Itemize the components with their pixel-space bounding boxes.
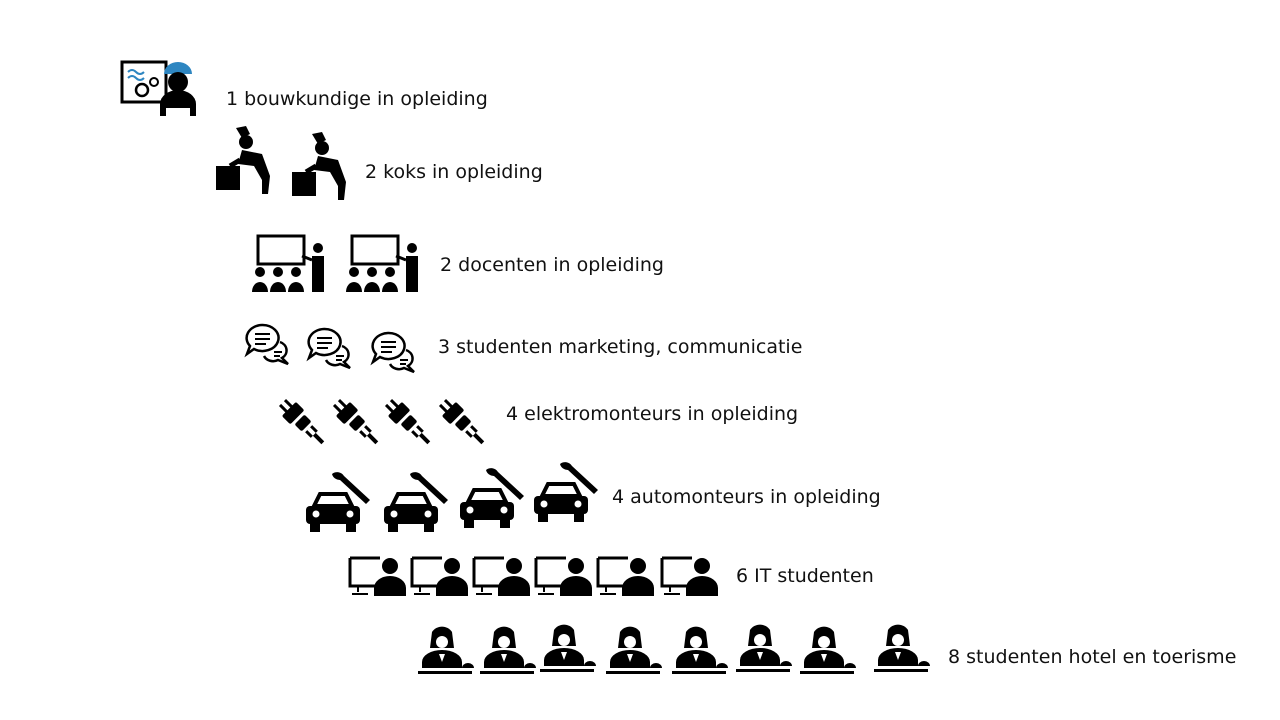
row-label: 6 IT studenten (736, 565, 874, 587)
receptionist-icon (800, 626, 856, 676)
receptionist-icon (480, 626, 536, 676)
receptionist-icon (672, 626, 728, 676)
plug-icon (384, 398, 434, 448)
receptionist-icon (418, 626, 474, 676)
computer-user-icon (660, 556, 720, 598)
row-label: 3 studenten marketing, communicatie (438, 336, 803, 358)
car-wrench-icon (458, 464, 528, 532)
plug-icon (438, 398, 488, 448)
computer-user-icon (348, 556, 408, 598)
row-elektromonteurs: 4 elektromonteurs in opleiding (0, 0, 1280, 445)
row-label: 2 docenten in opleiding (440, 254, 664, 276)
computer-user-icon (472, 556, 532, 598)
computer-user-icon (534, 556, 594, 598)
engineer-monitor-icon (120, 60, 202, 116)
row-marketing: 3 studenten marketing, communicatie (0, 0, 1280, 374)
computer-user-icon (596, 556, 656, 598)
car-wrench-icon (304, 468, 374, 536)
row-hotel-toerisme: 8 studenten hotel en toerisme (0, 0, 1280, 674)
receptionist-icon (606, 626, 662, 676)
chef-icon (290, 130, 352, 202)
row-it-studenten: 6 IT studenten (0, 0, 1280, 596)
plug-icon (332, 398, 382, 448)
row-label: 4 elektromonteurs in opleiding (506, 403, 799, 425)
row-koks: 2 koks in opleiding (0, 0, 1280, 200)
teacher-classroom-icon (344, 234, 422, 294)
computer-user-icon (410, 556, 470, 598)
chef-icon (214, 124, 276, 196)
receptionist-icon (540, 624, 596, 674)
row-automonteurs: 4 automonteurs in opleiding (0, 0, 1280, 532)
chat-bubbles-icon (370, 330, 418, 376)
row-docenten: 2 docenten in opleiding (0, 0, 1280, 292)
receptionist-icon (874, 624, 930, 674)
row-label: 2 koks in opleiding (365, 161, 543, 183)
car-wrench-icon (532, 458, 602, 526)
row-label: 4 automonteurs in opleiding (612, 486, 881, 508)
plug-icon (278, 398, 328, 448)
row-label: 1 bouwkundige in opleiding (226, 88, 488, 110)
teacher-classroom-icon (250, 234, 328, 294)
car-wrench-icon (382, 468, 452, 536)
row-label: 8 studenten hotel en toerisme (948, 646, 1237, 668)
chat-bubbles-icon (306, 326, 354, 372)
chat-bubbles-icon (244, 322, 292, 368)
row-bouwkundige: 1 bouwkundige in opleiding (0, 0, 1280, 116)
receptionist-icon (736, 624, 792, 674)
